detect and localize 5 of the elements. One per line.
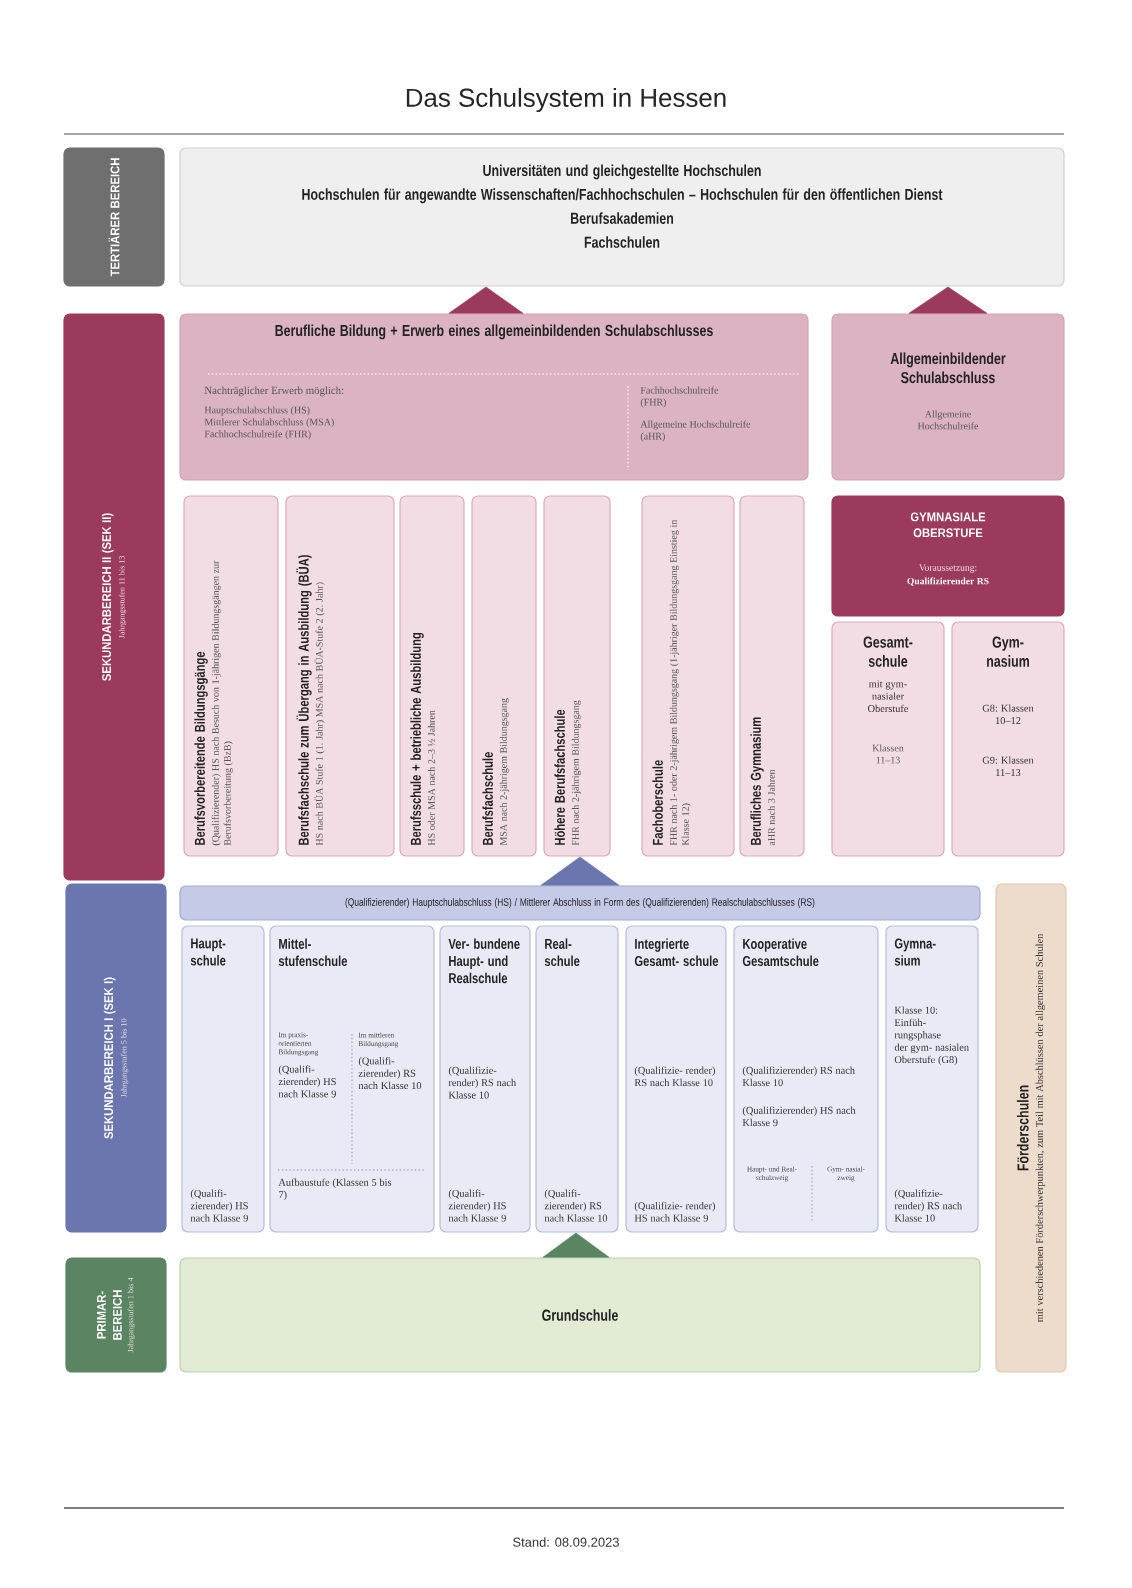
arrow [540, 856, 620, 886]
arrow [908, 286, 988, 314]
title: Das Schulsystem in Hessen [406, 87, 726, 113]
arrow [448, 286, 524, 314]
arrow [542, 1232, 610, 1258]
